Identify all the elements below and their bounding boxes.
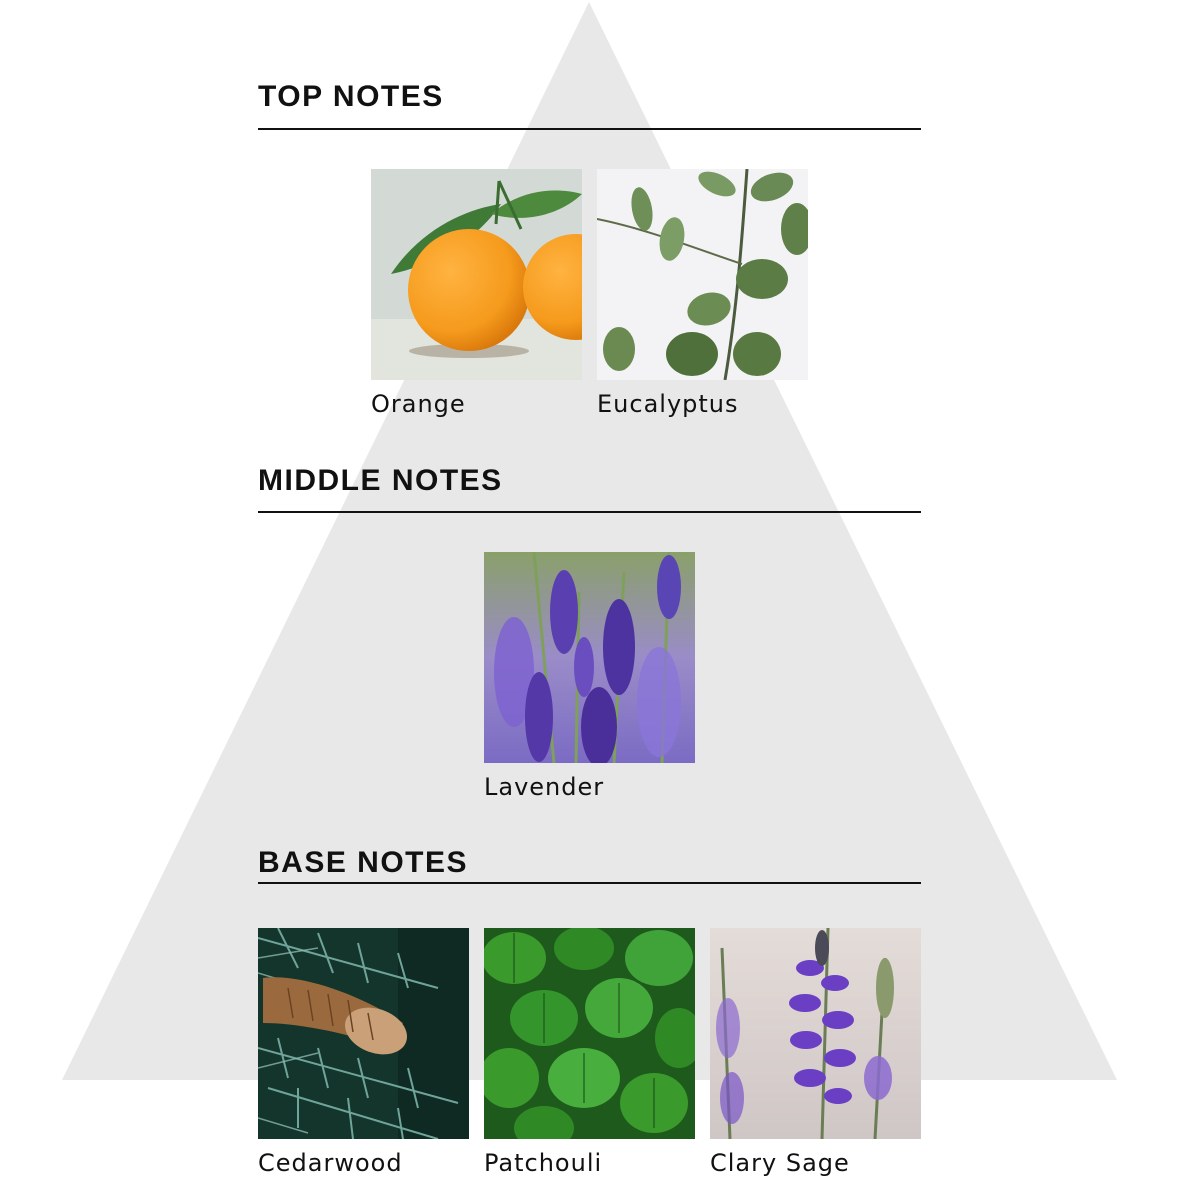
lavender-flowers-photo xyxy=(484,552,695,763)
note-card-eucalyptus: Eucalyptus xyxy=(597,169,808,418)
note-card-cedarwood: Cedarwood xyxy=(258,928,469,1177)
note-label: Eucalyptus xyxy=(597,390,739,418)
section-divider xyxy=(258,128,921,130)
note-card-clary-sage: Clary Sage xyxy=(710,928,921,1177)
section-title-top-notes: TOP NOTES xyxy=(258,80,444,113)
note-label: Cedarwood xyxy=(258,1149,403,1177)
clary-sage-flower-photo xyxy=(710,928,921,1139)
pine-cone-branch-photo xyxy=(258,928,469,1139)
note-label: Lavender xyxy=(484,773,605,801)
section-divider xyxy=(258,511,921,513)
note-card-lavender: Lavender xyxy=(484,552,695,801)
note-card-patchouli: Patchouli xyxy=(484,928,695,1177)
section-title-base-notes: BASE NOTES xyxy=(258,846,469,879)
section-divider xyxy=(258,882,921,884)
note-label: Patchouli xyxy=(484,1149,603,1177)
section-title-middle-notes: MIDDLE NOTES xyxy=(258,464,503,497)
patchouli-leaves-photo xyxy=(484,928,695,1139)
note-card-orange: Orange xyxy=(371,169,582,418)
orange-fruit-photo xyxy=(371,169,582,380)
note-label: Orange xyxy=(371,390,466,418)
note-label: Clary Sage xyxy=(710,1149,850,1177)
eucalyptus-branch-photo xyxy=(597,169,808,380)
